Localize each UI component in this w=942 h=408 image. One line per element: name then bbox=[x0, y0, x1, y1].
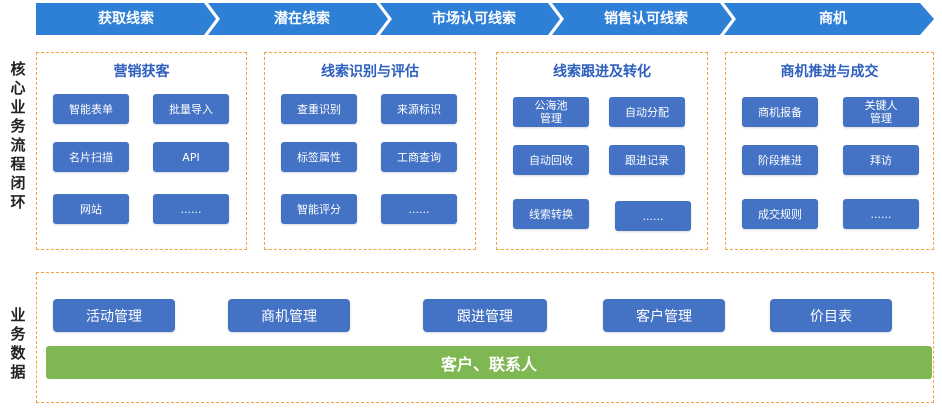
module-activity-management[interactable]: 活动管理 bbox=[53, 299, 175, 332]
tag-item[interactable]: 查重识别 bbox=[281, 94, 357, 124]
tag-item[interactable]: ...... bbox=[381, 194, 457, 224]
tag-item[interactable]: ...... bbox=[843, 199, 919, 229]
process-flow-bar: 获取线索 潜在线索 市场认可线索 销售认可线索 商机 bbox=[36, 3, 934, 35]
section-title: 线索跟进及转化 bbox=[553, 64, 651, 80]
tag-item[interactable]: 批量导入 bbox=[153, 94, 229, 124]
tag-item[interactable]: 成交规则 bbox=[742, 199, 818, 229]
flow-stage-2: 潜在线索 bbox=[274, 11, 330, 27]
tag-item[interactable]: 自动回收 bbox=[513, 145, 589, 175]
tag-item[interactable]: ...... bbox=[615, 201, 691, 231]
tag-item[interactable]: 阶段推进 bbox=[742, 145, 818, 175]
tag-item[interactable]: ...... bbox=[153, 194, 229, 224]
side-label-business-data: 业务数据 bbox=[10, 306, 26, 381]
flow-stage-2-shape bbox=[208, 3, 388, 35]
flow-stage-1-shape bbox=[36, 3, 216, 35]
flow-stage-5-shape bbox=[724, 3, 934, 35]
flow-stage-5: 商机 bbox=[819, 11, 847, 27]
module-followup-management[interactable]: 跟进管理 bbox=[423, 299, 547, 332]
customer-contact-bar: 客户、联系人 bbox=[46, 346, 932, 379]
flow-stage-4: 销售认可线索 bbox=[604, 11, 688, 27]
flow-stage-4-shape bbox=[552, 3, 732, 35]
tag-item[interactable]: 智能评分 bbox=[281, 194, 357, 224]
flow-stage-1: 获取线索 bbox=[98, 11, 154, 27]
tag-item[interactable]: 工商查询 bbox=[381, 142, 457, 172]
tag-item[interactable]: 拜访 bbox=[843, 145, 919, 175]
tag-item[interactable]: 自动分配 bbox=[609, 97, 685, 127]
section-title: 营销获客 bbox=[113, 64, 170, 80]
tag-item[interactable]: 智能表单 bbox=[53, 94, 129, 124]
tag-item[interactable]: API bbox=[153, 142, 229, 172]
tag-item[interactable]: 线索转换 bbox=[513, 199, 589, 229]
tag-item[interactable]: 跟进记录 bbox=[609, 145, 685, 175]
tag-item[interactable]: 来源标识 bbox=[381, 94, 457, 124]
flow-arrows bbox=[36, 3, 934, 35]
flow-stage-3: 市场认可线索 bbox=[432, 11, 516, 27]
tag-item[interactable]: 商机报备 bbox=[742, 97, 818, 127]
tag-item[interactable]: 标签属性 bbox=[281, 142, 357, 172]
module-opportunity-management[interactable]: 商机管理 bbox=[228, 299, 350, 332]
section-lead-identification: 线索识别与评估 查重识别 来源标识 标签属性 工商查询 智能评分 ...... bbox=[264, 52, 476, 250]
section-title: 线索识别与评估 bbox=[321, 64, 419, 80]
section-title: 商机推进与成交 bbox=[780, 64, 879, 80]
side-label-core-loop: 核心业务流程闭环 bbox=[10, 60, 26, 211]
section-lead-followup: 线索跟进及转化 公海池 管理 自动分配 自动回收 跟进记录 线索转换 .....… bbox=[496, 52, 708, 250]
section-business-data bbox=[36, 272, 934, 403]
tag-item[interactable]: 关键人 管理 bbox=[843, 97, 919, 127]
module-customer-management[interactable]: 客户管理 bbox=[603, 299, 725, 332]
tag-item[interactable]: 公海池 管理 bbox=[513, 97, 589, 127]
tag-item[interactable]: 名片扫描 bbox=[53, 142, 129, 172]
section-opportunity: 商机推进与成交 商机报备 关键人 管理 阶段推进 拜访 成交规则 ...... bbox=[725, 52, 934, 250]
section-marketing: 营销获客 智能表单 批量导入 名片扫描 API 网站 ...... bbox=[36, 52, 247, 250]
module-price-list[interactable]: 价目表 bbox=[770, 299, 892, 332]
flow-stage-3-shape bbox=[380, 3, 560, 35]
tag-item[interactable]: 网站 bbox=[53, 194, 129, 224]
